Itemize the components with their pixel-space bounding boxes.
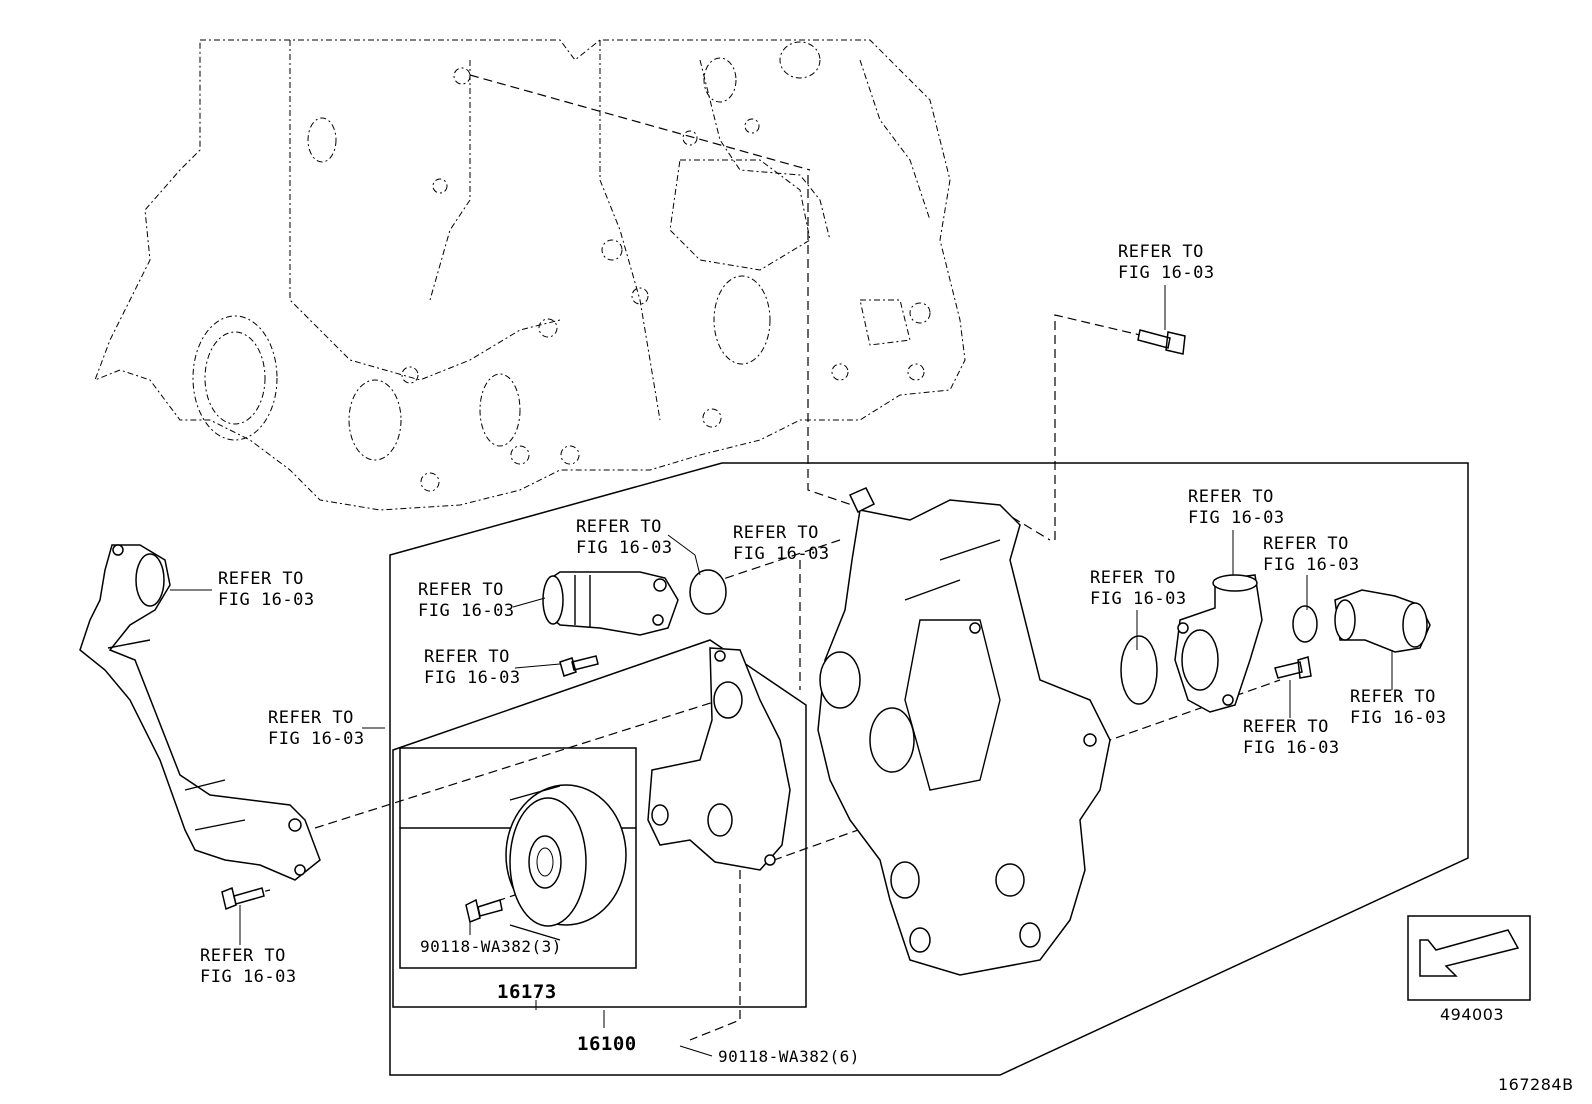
o-ring-upper: [689, 569, 727, 615]
front-arrow-box: [1407, 915, 1531, 1001]
part-number-bolt-pump[interactable]: 90118-WA382(6): [718, 1047, 860, 1066]
bolt-right-drawing: [1274, 656, 1312, 679]
part-number-water-pump[interactable]: 16100: [577, 1033, 637, 1055]
bolt-upper-drawing: [559, 655, 599, 677]
water-inlet-pipe-drawing: [79, 544, 321, 881]
thermostat-housing-drawing: [1174, 574, 1263, 713]
bolt-inlet-drawing: [221, 886, 265, 911]
figure-code: 167284B: [1498, 1075, 1574, 1094]
water-pump-assy-box: [392, 639, 807, 1008]
o-ring-right-small: [1292, 605, 1318, 643]
water-outlet-right-drawing: [1334, 589, 1431, 653]
water-pump-drawing: [647, 647, 791, 871]
dowel-drawing: [848, 487, 876, 514]
o-ring-right-large: [1120, 635, 1158, 705]
pulley-drawing: [505, 784, 627, 941]
front-direction-arrow-icon: [1419, 929, 1520, 977]
bolt-pulley-drawing: [465, 898, 503, 924]
timing-chain-cover-drawing: [817, 499, 1111, 976]
bolt-top-right-drawing: [1137, 329, 1186, 355]
part-number-bolt-pulley[interactable]: 90118-WA382(3): [420, 937, 562, 956]
engine-block-drawing: [94, 39, 966, 511]
direction-code: 494003: [1440, 1005, 1505, 1024]
water-outlet-drawing: [542, 571, 679, 636]
part-number-pulley[interactable]: 16173: [497, 981, 557, 1003]
assembly-outline-box: [389, 462, 1469, 1076]
